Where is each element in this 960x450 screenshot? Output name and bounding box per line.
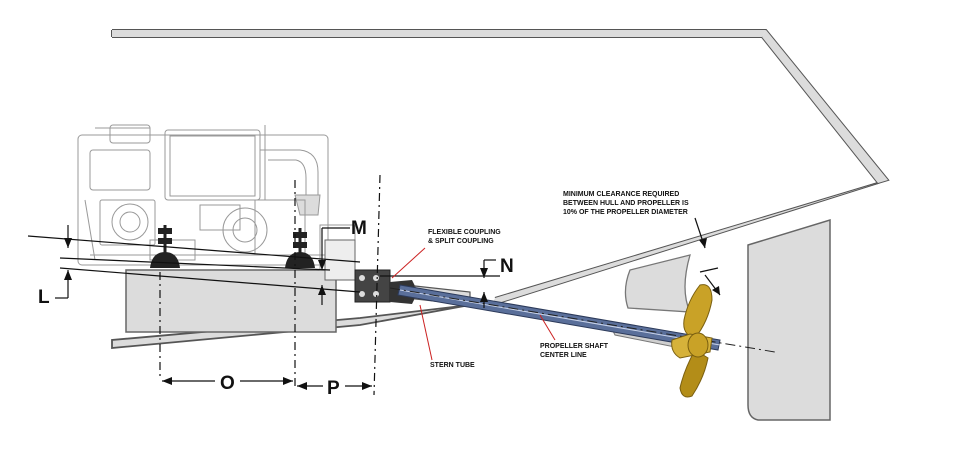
rudder-skeg: [609, 218, 831, 421]
dim-label-N: N: [500, 256, 514, 277]
coupling-label-line2: & SPLIT COUPLING: [428, 238, 494, 245]
propeller-shaft: [397, 284, 721, 351]
dimension-arrowheads: [64, 238, 720, 390]
propeller: [671, 284, 713, 398]
clearance-label-line3: 10% OF THE PROPELLER DIAMETER: [563, 209, 688, 216]
engine-mount-rear: [285, 228, 315, 268]
engine-mount-front: [150, 225, 180, 268]
dim-label-M: M: [351, 218, 367, 239]
clearance-label-line1: MINIMUM CLEARANCE REQUIRED: [563, 191, 679, 198]
engine: [77, 124, 356, 271]
shaft-label-line2: CENTER LINE: [540, 352, 587, 359]
stern-tube-label: STERN TUBE: [430, 362, 475, 369]
coupling-label-line1: FLEXIBLE COUPLING: [428, 229, 501, 236]
engine-bed: [125, 269, 337, 333]
dim-label-O: O: [220, 373, 235, 394]
dim-label-L: L: [38, 287, 50, 308]
clearance-label-line2: BETWEEN HULL AND PROPELLER IS: [563, 200, 689, 207]
annotation-leaders: [391, 247, 556, 361]
shaft-label-line1: PROPELLER SHAFT: [540, 343, 609, 350]
dim-label-P: P: [327, 378, 340, 399]
